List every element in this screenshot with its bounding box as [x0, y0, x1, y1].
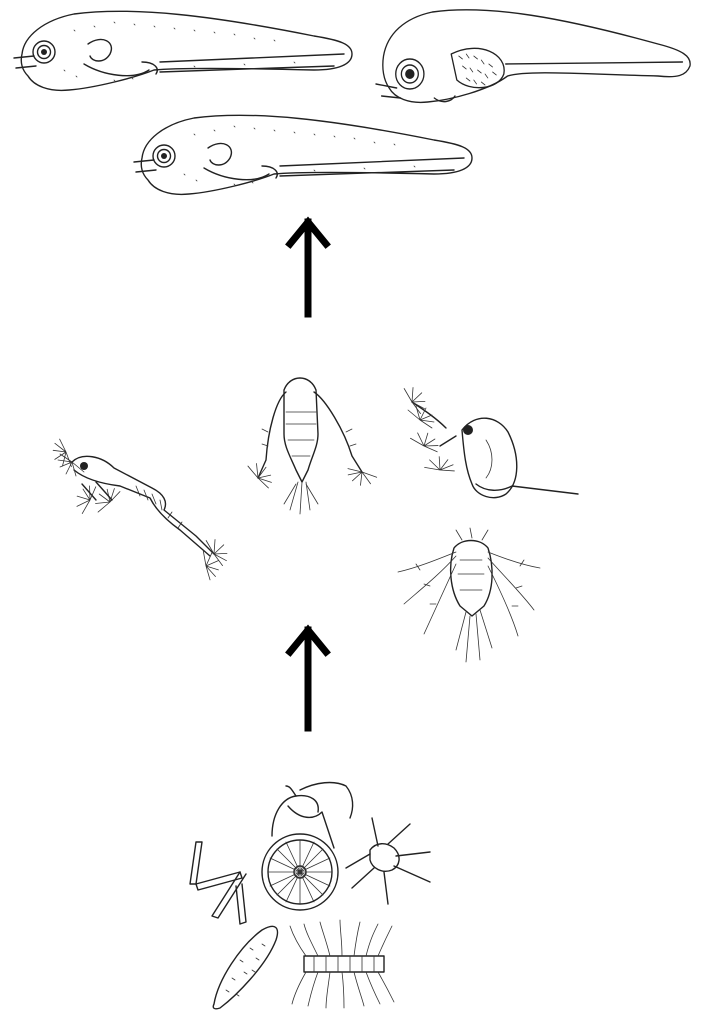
fish-larvae-group [14, 10, 690, 195]
zooplankton-group [47, 378, 578, 662]
cladoceran [398, 385, 578, 498]
chaetoceros-chain-diatom [290, 920, 394, 1008]
stellate-diatom [346, 818, 430, 904]
pennate-diatom [213, 926, 277, 1008]
krill-larva [47, 438, 232, 581]
fish-larva-top-right [376, 10, 690, 103]
arrow-up-icon [290, 630, 326, 728]
centric-diatom [262, 834, 338, 910]
chain-diatom [190, 842, 246, 924]
copepod [245, 378, 378, 514]
fish-larva-middle [134, 115, 472, 194]
phytoplankton-group [190, 783, 430, 1009]
nauplius [398, 528, 540, 662]
fish-larva-top-left [14, 11, 352, 90]
arrow-up-icon [290, 222, 326, 314]
